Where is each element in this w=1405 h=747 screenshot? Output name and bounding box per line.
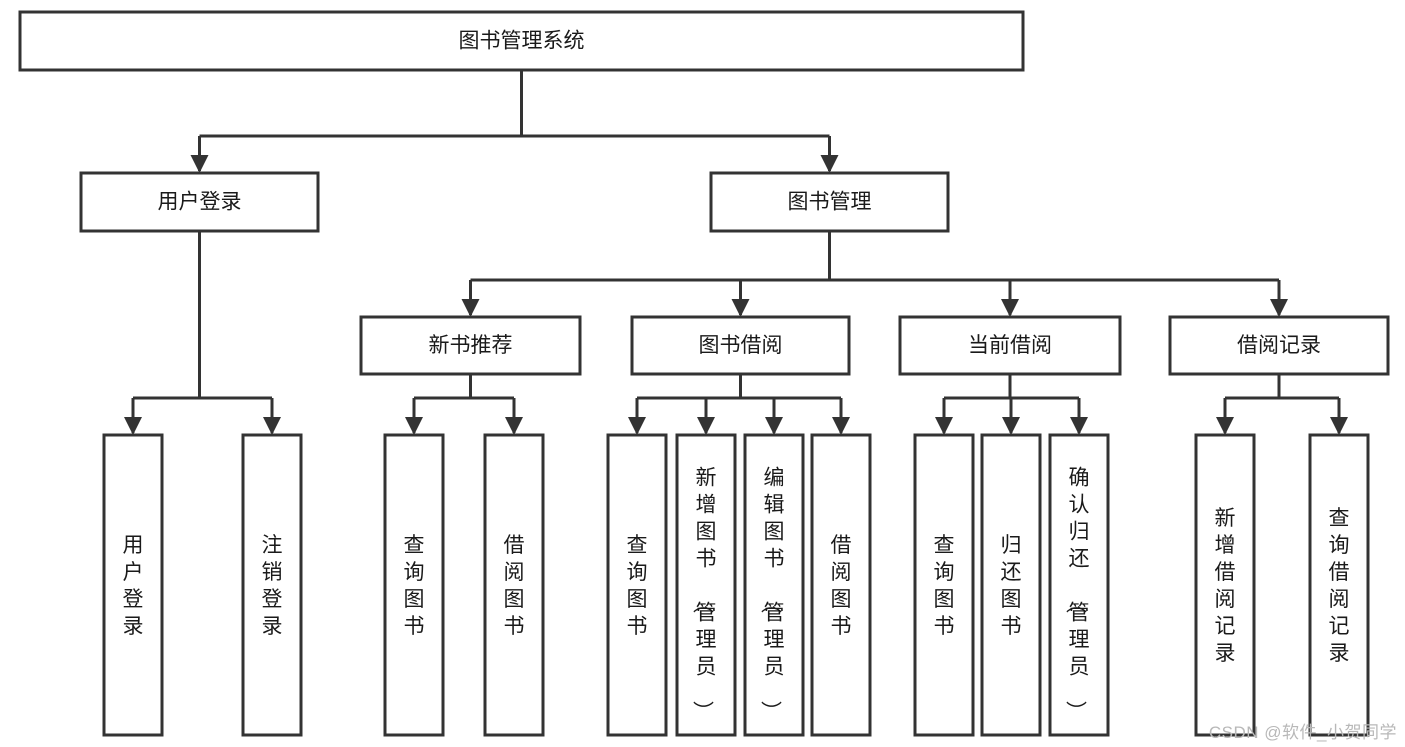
node-label: 借阅图书 [504,534,525,638]
node-label: 借阅记录 [1237,334,1321,357]
node-box[interactable] [709,171,950,233]
node-leaf-user-login[interactable]: 用户登录 [102,433,164,737]
node-box[interactable] [1194,433,1256,737]
node-box[interactable] [913,433,975,737]
arrow-head-icon [765,417,783,435]
node-box[interactable] [241,433,303,737]
arrow-head-icon [1330,417,1348,435]
watermark-csdn: CSDN @软件_小贺同学 [1208,723,1397,742]
node-label: 查询图书 [404,534,425,638]
node-leaf-return-book[interactable]: 归还图书 [980,433,1042,737]
node-label: 查询图书 [627,534,648,638]
node-box[interactable] [810,433,872,737]
node-box[interactable] [1048,433,1110,737]
node-label: 归还图书 [1001,534,1022,638]
node-layer: 图书管理系统用户登录图书管理新书推荐图书借阅当前借阅借阅记录用户登录注销登录查询… [18,10,1390,737]
arrow-head-icon [697,417,715,435]
node-box[interactable] [483,433,545,737]
arrow-head-icon [1216,417,1234,435]
node-label: 借阅图书 [831,534,852,638]
node-label: 用户登录 [158,191,242,214]
node-leaf-add-book[interactable]: 新增图书（管理员） [675,433,737,737]
node-label: 注销登录 [262,534,283,638]
node-leaf-borrow-book-1[interactable]: 借阅图书 [483,433,545,737]
node-book-borrow[interactable]: 图书借阅 [630,315,851,376]
arrow-head-icon [1001,299,1019,317]
node-label: 确认归还（管理员） [1064,467,1090,722]
node-label: 图书管理 [788,191,872,214]
arrow-head-icon [731,299,750,317]
arrow-head-icon [1070,417,1088,435]
node-root[interactable]: 图书管理系统 [18,10,1025,72]
arrow-head-icon [124,417,142,435]
node-label: 新增借阅记录 [1215,507,1236,665]
node-label: 新增图书（管理员） [691,467,717,722]
node-box[interactable] [675,433,737,737]
arrow-head-icon [1270,299,1288,317]
node-label: 图书借阅 [699,334,783,357]
node-leaf-query-book-1[interactable]: 查询图书 [383,433,445,737]
node-box[interactable] [743,433,805,737]
arrow-head-icon [628,417,646,435]
node-new-book-rec[interactable]: 新书推荐 [359,315,582,376]
node-box[interactable] [102,433,164,737]
node-box[interactable] [630,315,851,376]
node-label: 用户登录 [123,534,144,638]
arrow-head-icon [832,417,850,435]
arrow-head-icon [935,417,953,435]
node-borrow-record[interactable]: 借阅记录 [1168,315,1390,376]
node-label: 新书推荐 [429,334,513,357]
connector-layer [124,70,1348,435]
node-box[interactable] [980,433,1042,737]
node-book-manage[interactable]: 图书管理 [709,171,950,233]
arrow-head-icon [461,299,480,317]
arrow-head-icon [190,155,209,173]
node-box[interactable] [1168,315,1390,376]
node-leaf-logout[interactable]: 注销登录 [241,433,303,737]
node-leaf-query-book-3[interactable]: 查询图书 [913,433,975,737]
node-leaf-add-record[interactable]: 新增借阅记录 [1194,433,1256,737]
node-label: 查询图书 [934,534,955,638]
node-label: 当前借阅 [968,334,1052,357]
node-label: 查询借阅记录 [1329,507,1350,665]
node-user-login[interactable]: 用户登录 [79,171,320,233]
node-box[interactable] [606,433,668,737]
arrow-head-icon [263,417,281,435]
node-leaf-edit-book[interactable]: 编辑图书（管理员） [743,433,805,737]
node-box[interactable] [79,171,320,233]
node-leaf-borrow-book-2[interactable]: 借阅图书 [810,433,872,737]
node-box[interactable] [383,433,445,737]
arrow-head-icon [505,417,523,435]
node-current-borrow[interactable]: 当前借阅 [898,315,1122,376]
arrow-head-icon [405,417,423,435]
node-box[interactable] [1308,433,1370,737]
node-box[interactable] [898,315,1122,376]
arrow-head-icon [820,155,839,173]
node-leaf-query-record[interactable]: 查询借阅记录 [1308,433,1370,737]
arrow-head-icon [1002,417,1020,435]
node-leaf-confirm-return[interactable]: 确认归还（管理员） [1048,433,1110,737]
node-label: 图书管理系统 [459,30,585,53]
node-label: 编辑图书（管理员） [759,467,785,722]
node-box[interactable] [18,10,1025,72]
node-leaf-query-book-2[interactable]: 查询图书 [606,433,668,737]
node-box[interactable] [359,315,582,376]
